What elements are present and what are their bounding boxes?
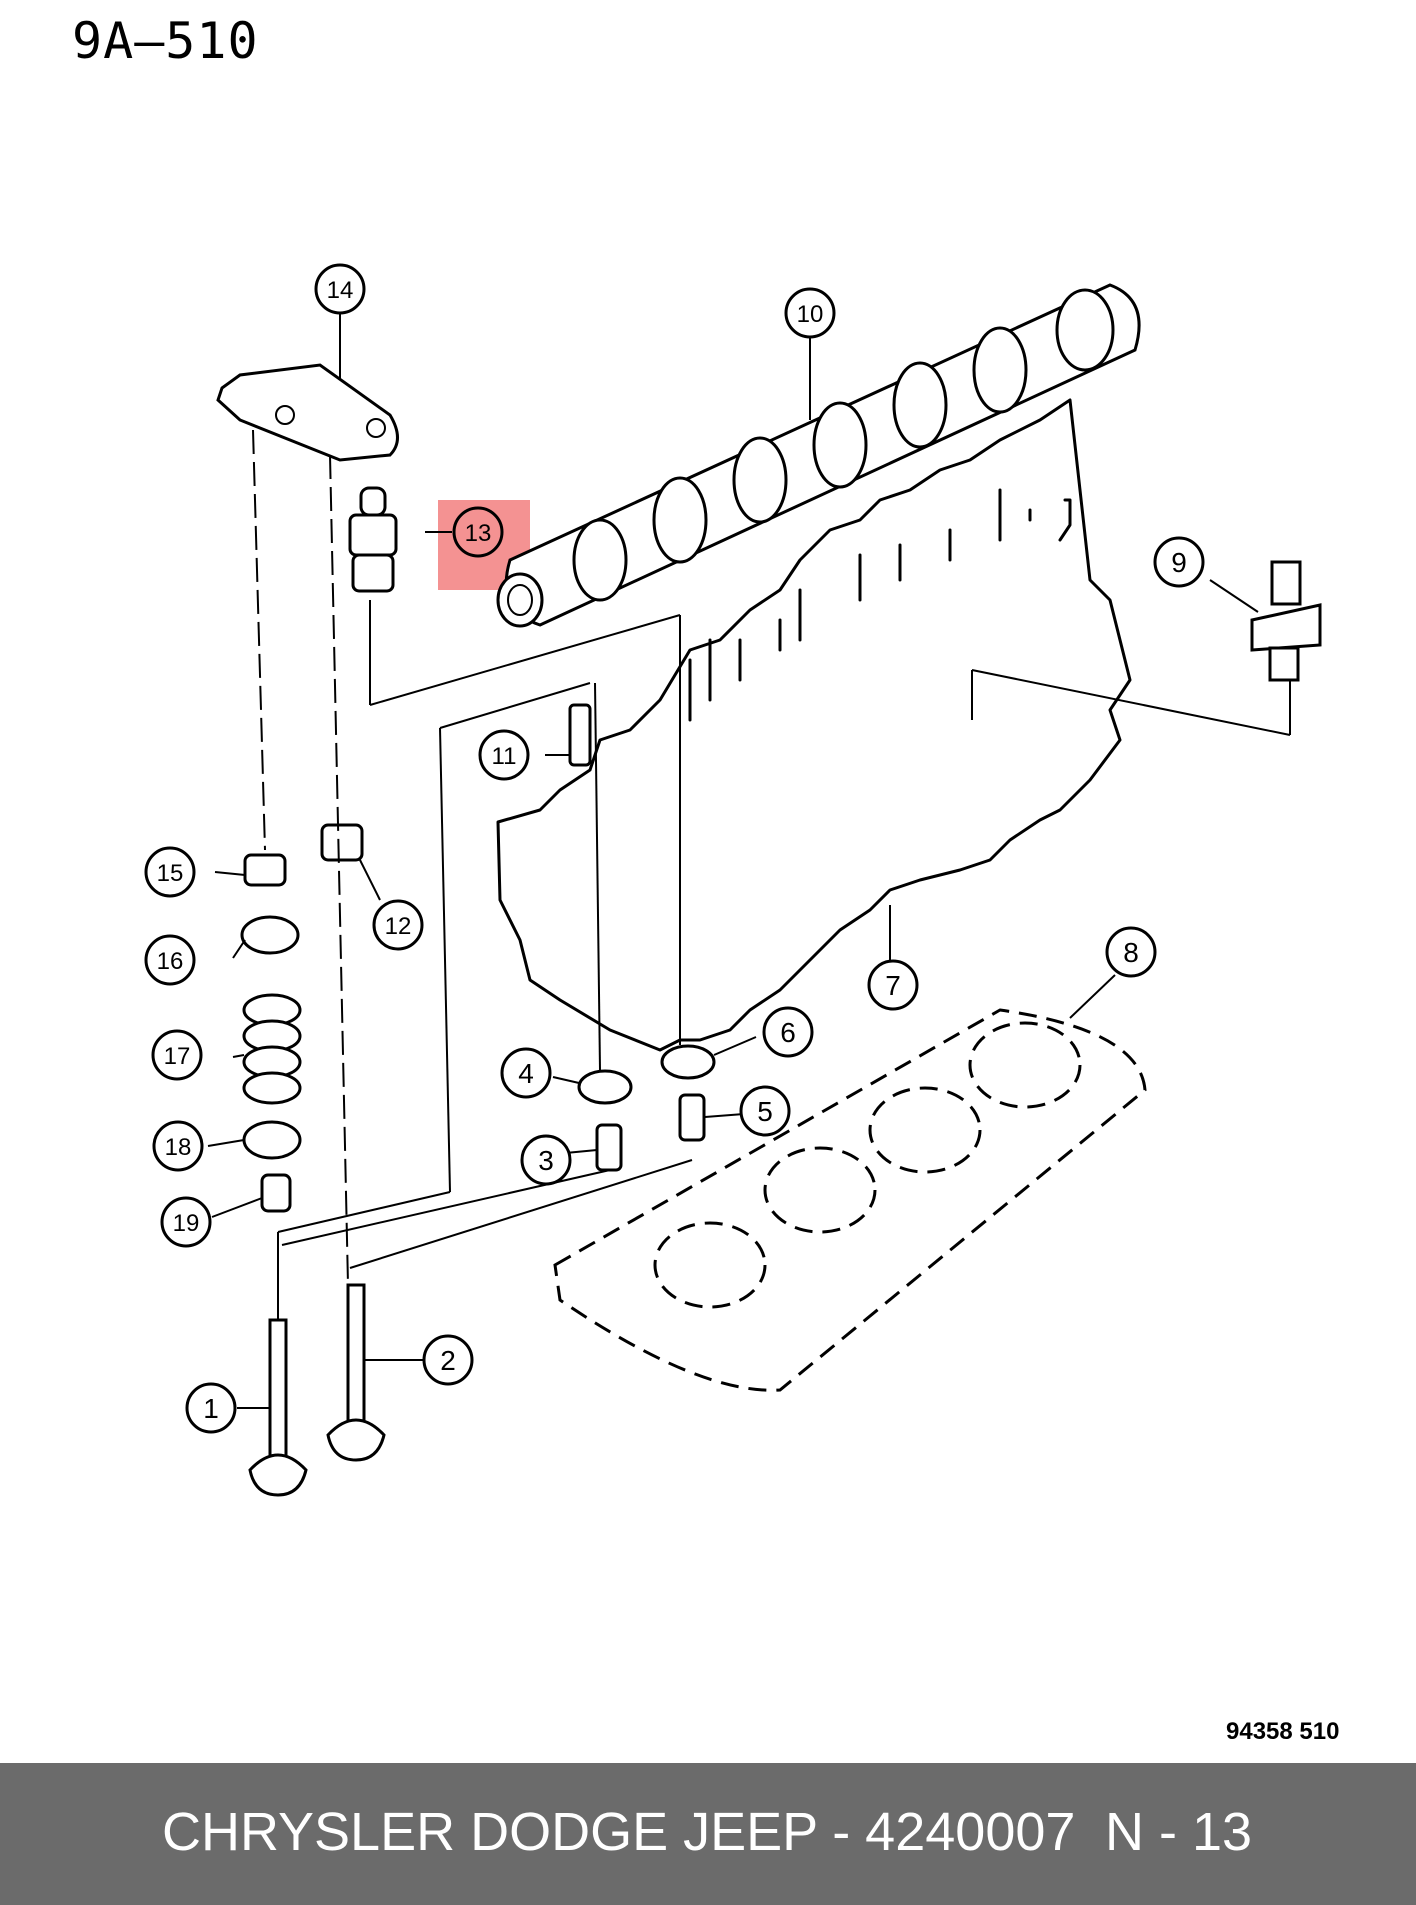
callout-label: 15 xyxy=(157,860,184,887)
valve-keeper-12 xyxy=(320,823,364,862)
callout-15: 15 xyxy=(144,846,196,898)
callout-2: 2 xyxy=(422,1334,474,1386)
callout-11: 11 xyxy=(478,729,530,781)
callout-label: 5 xyxy=(757,1096,773,1127)
callout-label: 2 xyxy=(440,1345,456,1376)
callout-1: 1 xyxy=(185,1382,237,1434)
callout-label: 18 xyxy=(165,1134,192,1161)
page-code: 9A–510 xyxy=(72,12,259,70)
callouts: 1 2 3 4 5 6 7 8 9 10 11 12 13 14 15 16 1… xyxy=(144,263,1205,1434)
rocker-arm xyxy=(216,363,399,462)
valve-keeper-15 xyxy=(243,853,287,887)
callout-label: 14 xyxy=(327,277,354,304)
footer-bar: CHRYSLER DODGE JEEP - 4240007 N - 13 xyxy=(0,1763,1416,1905)
camshaft xyxy=(496,283,1141,628)
cylinder-head-outline xyxy=(496,398,1132,1052)
callout-6: 6 xyxy=(762,1006,814,1058)
callout-label: 7 xyxy=(885,970,901,1001)
callout-label: 16 xyxy=(157,948,184,975)
lash-adjuster xyxy=(348,486,398,593)
callout-13: 13 xyxy=(452,506,504,558)
stud xyxy=(568,703,592,767)
callout-label: 3 xyxy=(538,1145,554,1176)
valve-seal-4 xyxy=(577,1069,633,1105)
callout-8: 8 xyxy=(1105,926,1157,978)
leader-lines xyxy=(207,313,1259,1409)
part-info: CHRYSLER DODGE JEEP - 4240007 xyxy=(162,1802,1076,1862)
callout-9: 9 xyxy=(1153,536,1205,588)
callout-14: 14 xyxy=(314,263,366,315)
valve-seal-19 xyxy=(260,1173,292,1213)
callout-label: 10 xyxy=(797,301,824,328)
callout-label: 6 xyxy=(780,1017,796,1048)
callout-label: 17 xyxy=(164,1043,191,1070)
valve-1 xyxy=(248,1318,308,1497)
valve-spring-17 xyxy=(242,993,302,1105)
callout-label: 19 xyxy=(173,1210,200,1237)
callout-10: 10 xyxy=(784,287,836,339)
page-number: N - 13 xyxy=(1105,1802,1253,1862)
head-gasket xyxy=(553,1008,1147,1392)
diagram-reference-code: 94358 510 xyxy=(1226,1718,1340,1745)
callout-label: 9 xyxy=(1171,547,1187,578)
spring-seat-18 xyxy=(242,1120,302,1160)
sensor xyxy=(1250,560,1322,682)
callout-5: 5 xyxy=(739,1085,791,1137)
valve-guide-5 xyxy=(678,1093,706,1142)
callout-3: 3 xyxy=(520,1134,572,1186)
callout-17: 17 xyxy=(151,1029,203,1081)
callout-label: 4 xyxy=(518,1058,534,1089)
assembly-lines xyxy=(252,429,1291,1320)
spring-retainer-16 xyxy=(240,915,300,955)
callout-4: 4 xyxy=(500,1047,552,1099)
callout-7: 7 xyxy=(867,959,919,1011)
exploded-parts-diagram: 1 2 3 4 5 6 7 8 9 10 11 12 13 14 15 16 1… xyxy=(144,263,1322,1497)
cylinder-head-stubs xyxy=(688,488,1072,722)
callout-label: 11 xyxy=(492,743,517,770)
callout-label: 1 xyxy=(203,1393,219,1424)
valve-2 xyxy=(326,1283,386,1462)
callout-12: 12 xyxy=(372,899,424,951)
callout-label: 13 xyxy=(465,520,492,547)
callout-16: 16 xyxy=(144,934,196,986)
callout-19: 19 xyxy=(160,1196,212,1248)
callout-18: 18 xyxy=(152,1120,204,1172)
valve-guide-3 xyxy=(595,1123,623,1172)
valve-seal-6 xyxy=(660,1044,716,1080)
callout-label: 12 xyxy=(385,913,412,940)
callout-label: 8 xyxy=(1123,937,1139,968)
